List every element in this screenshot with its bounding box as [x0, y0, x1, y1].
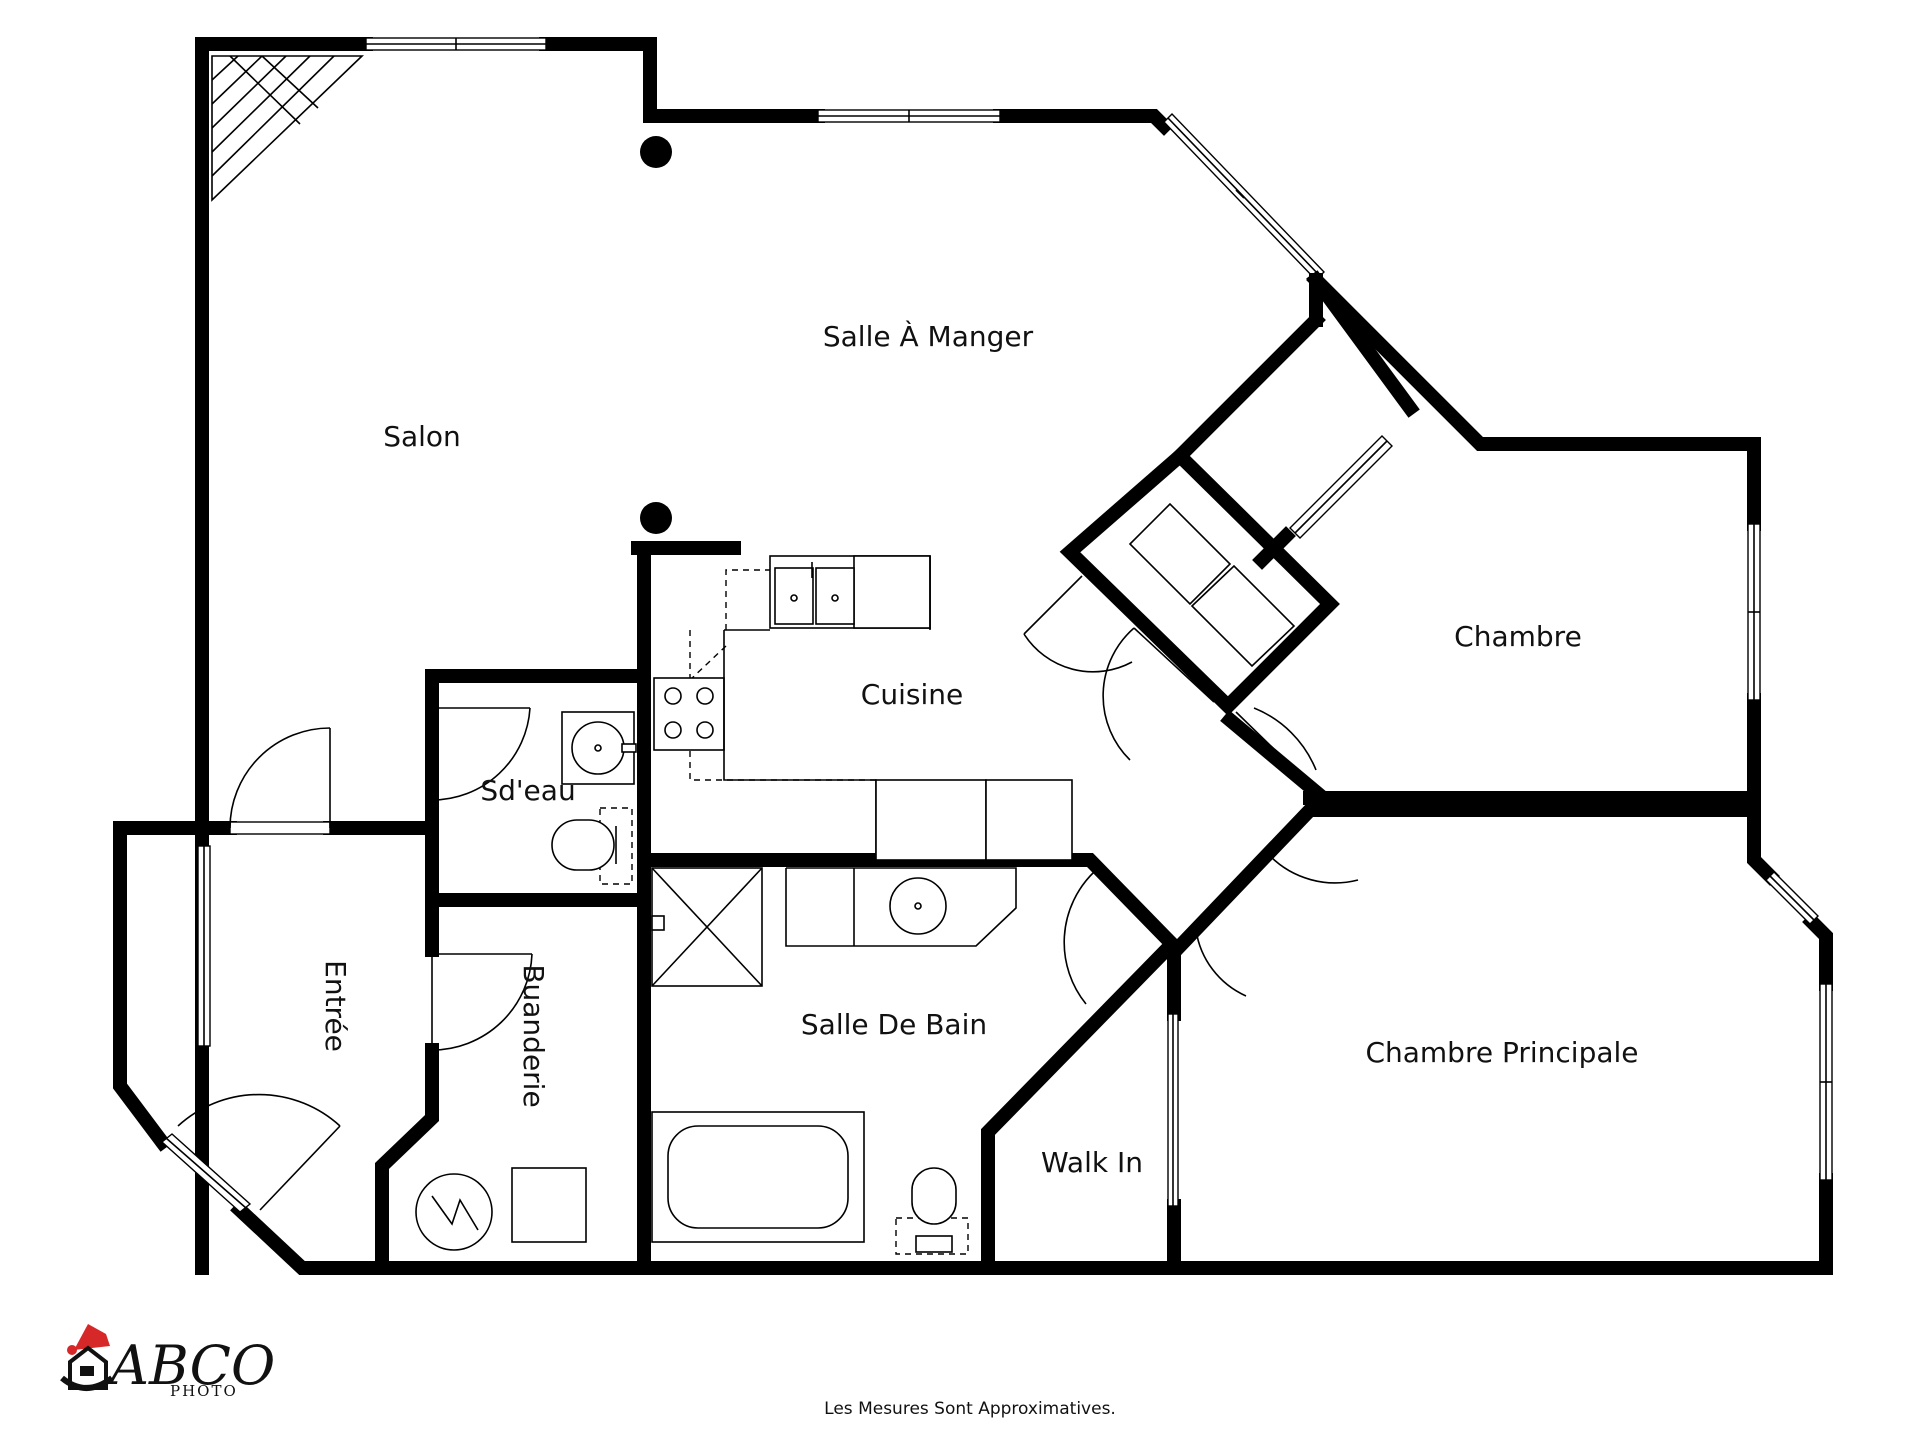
room-label-sdeau: Sd'eau: [480, 774, 575, 807]
room-label-salon: Salon: [383, 420, 461, 453]
column-bottom: [640, 502, 672, 534]
room-label-salle-de-bain: Salle De Bain: [801, 1008, 987, 1041]
exterior-walls: [113, 37, 1833, 1275]
windows: [160, 37, 1833, 1213]
doors: [177, 575, 1359, 1211]
logo-sub: PHOTO: [170, 1382, 238, 1400]
column-top: [640, 136, 672, 168]
laundry-fixtures: [415, 1167, 587, 1251]
abco-logo: ABCO PHOTO: [60, 1324, 275, 1400]
bath-fixtures: [651, 867, 1017, 1255]
closet-sliding-door: [1289, 435, 1393, 539]
logo-name: ABCO: [105, 1334, 275, 1397]
room-label-salle-a-manger: Salle À Manger: [823, 319, 1034, 353]
sdeau-fixtures: [551, 711, 637, 885]
room-labels: Salon Salle À Manger Cuisine Chambre Sd'…: [319, 319, 1639, 1179]
room-label-buanderie: Buanderie: [517, 964, 550, 1107]
measurement-note: Les Mesures Sont Approximatives.: [824, 1399, 1116, 1419]
room-label-chambre-principale: Chambre Principale: [1365, 1036, 1638, 1069]
room-label-entree: Entrée: [319, 960, 352, 1052]
kitchen-fixtures: [653, 555, 1073, 861]
room-label-cuisine: Cuisine: [861, 678, 963, 711]
room-label-chambre: Chambre: [1454, 620, 1582, 653]
room-label-walk-in: Walk In: [1041, 1146, 1143, 1179]
closet-shelves: [1128, 502, 1296, 668]
stairs: [211, 55, 364, 202]
interior-walls: [195, 270, 1761, 1275]
